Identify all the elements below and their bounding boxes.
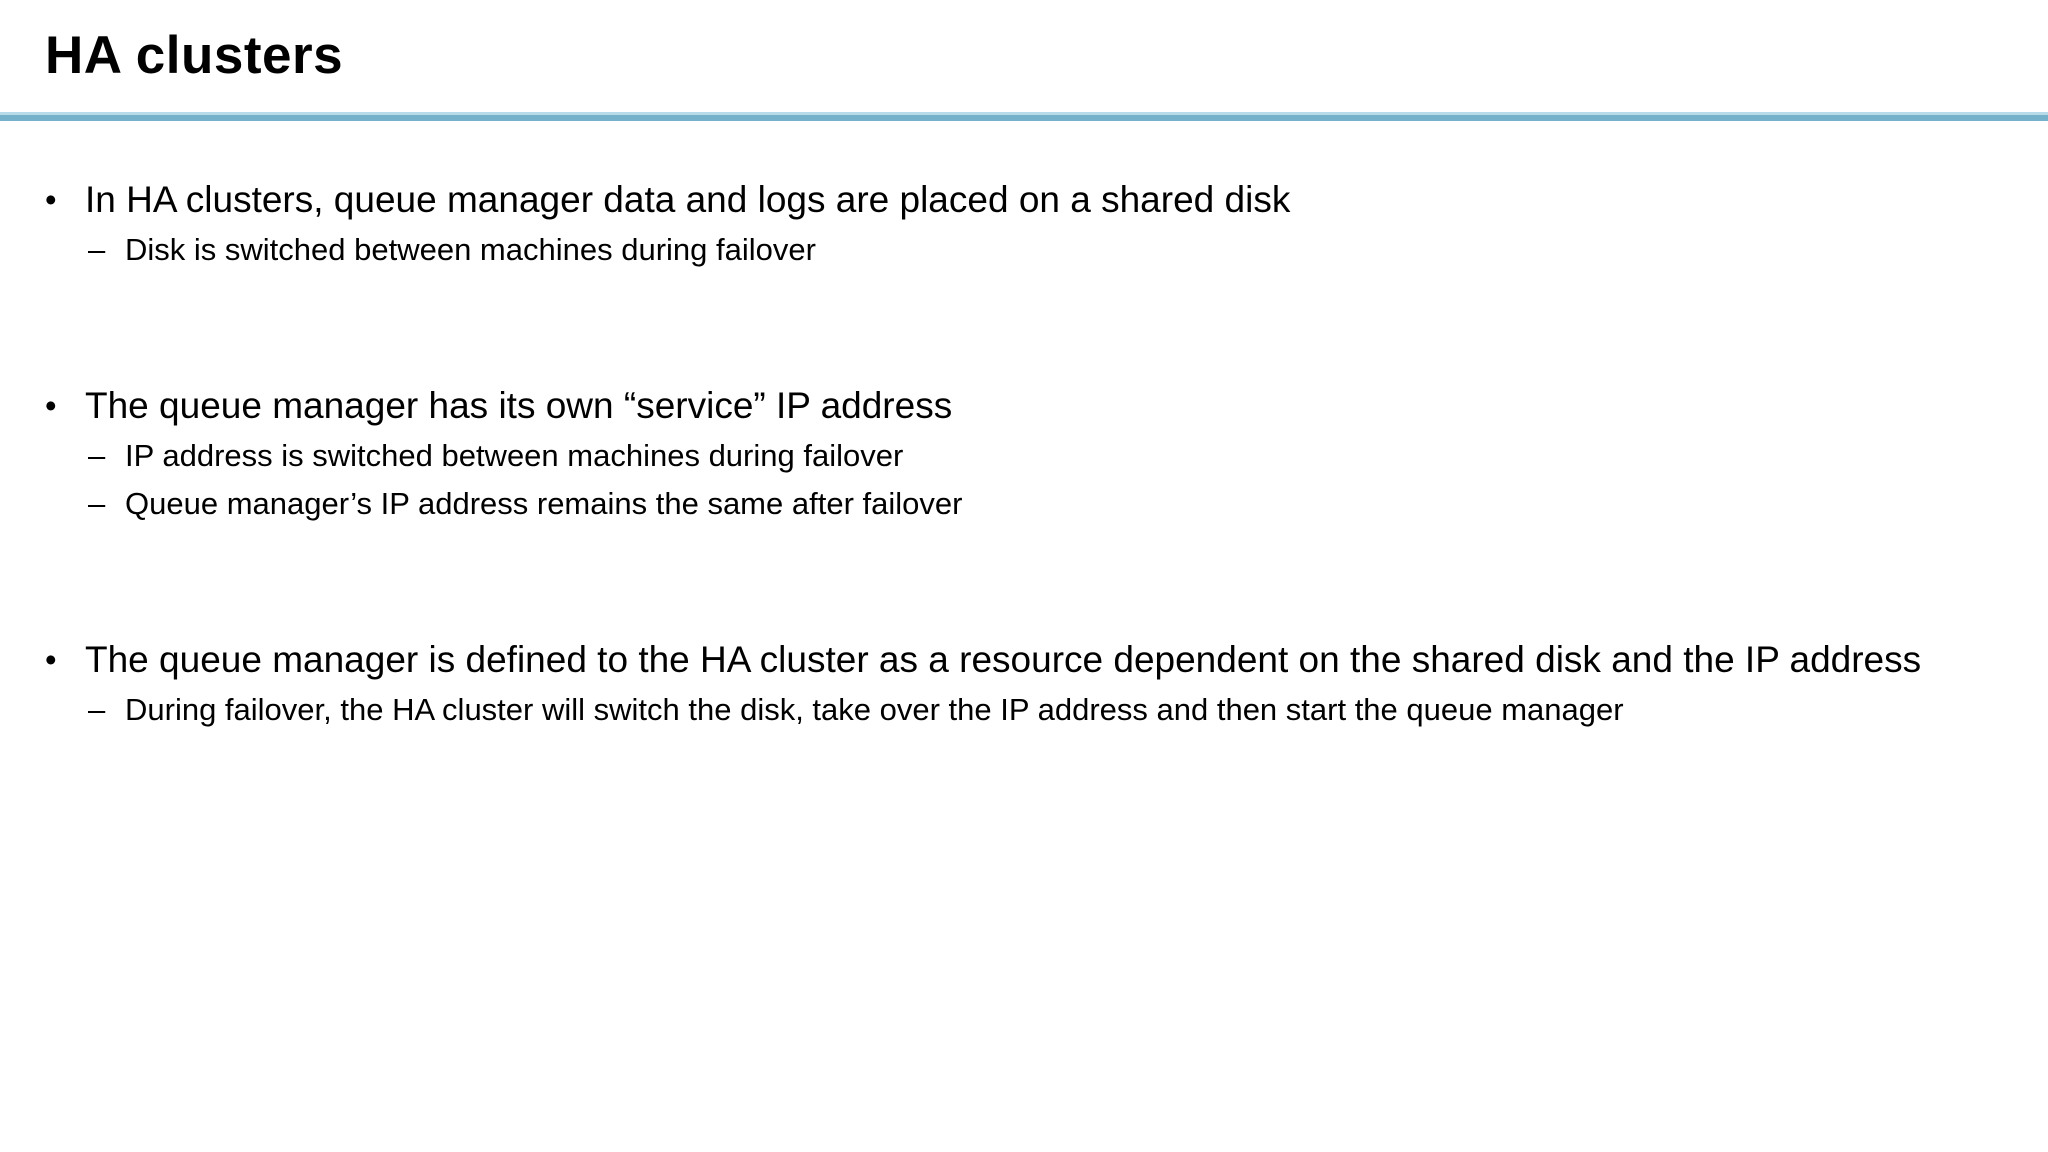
sub-bullet-item: – During failover, the HA cluster will s… (88, 686, 1970, 734)
dash-marker: – (88, 692, 106, 727)
sub-bullet-item: – IP address is switched between machine… (88, 432, 1970, 480)
sub-bullet-text: Queue manager’s IP address remains the s… (125, 486, 963, 521)
bullet-item: • The queue manager is defined to the HA… (45, 634, 1970, 686)
dash-marker: – (88, 438, 106, 473)
bullet-text: In HA clusters, queue manager data and l… (85, 179, 1291, 220)
bullet-text: The queue manager has its own “service” … (85, 385, 953, 426)
bullet-dot-marker: • (45, 641, 57, 678)
sub-bullet-text: During failover, the HA cluster will swi… (125, 692, 1624, 727)
sub-bullet-item: – Disk is switched between machines duri… (88, 226, 1970, 274)
sub-bullet-text: IP address is switched between machines … (125, 438, 904, 473)
title-divider-line (0, 112, 2048, 121)
bullet-group-ha-resource: • The queue manager is defined to the HA… (45, 634, 1970, 734)
bullet-dot-marker: • (45, 387, 57, 424)
bullet-text: The queue manager is defined to the HA c… (85, 639, 1922, 680)
slide-body: • In HA clusters, queue manager data and… (45, 174, 1970, 734)
sub-bullet-text: Disk is switched between machines during… (125, 232, 816, 267)
sub-bullet-item: – Queue manager’s IP address remains the… (88, 480, 1970, 528)
dash-marker: – (88, 232, 106, 267)
bullet-dot-marker: • (45, 181, 57, 218)
bullet-group-shared-disk: • In HA clusters, queue manager data and… (45, 174, 1970, 274)
bullet-item: • The queue manager has its own “service… (45, 380, 1970, 432)
dash-marker: – (88, 486, 106, 521)
bullet-item: • In HA clusters, queue manager data and… (45, 174, 1970, 226)
bullet-group-service-ip: • The queue manager has its own “service… (45, 380, 1970, 528)
slide-title: HA clusters (45, 26, 344, 85)
